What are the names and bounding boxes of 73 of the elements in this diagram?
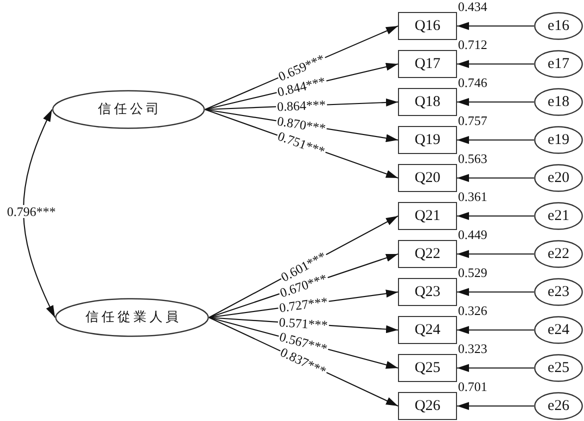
r-squared-label: 0.434 <box>458 0 488 13</box>
error-term-ellipse <box>534 164 583 192</box>
indicator-box <box>398 240 457 268</box>
arrow <box>457 250 534 258</box>
error-label: e20 <box>548 170 570 186</box>
latent-factor-ellipse <box>52 90 205 129</box>
r-squared-label: 0.449 <box>458 228 488 241</box>
r-squared-label: 0.746 <box>458 76 488 89</box>
indicator-box <box>398 392 457 420</box>
error-label: e22 <box>548 246 570 262</box>
error-term-ellipse <box>534 240 583 268</box>
error-label: e26 <box>548 398 570 414</box>
indicator-box <box>398 316 457 344</box>
arrow <box>457 364 534 372</box>
variable-label: Q23 <box>414 284 440 300</box>
indicator-box <box>398 278 457 306</box>
r-squared-label: 0.323 <box>458 342 488 355</box>
variable-label: Q20 <box>414 170 440 186</box>
arrow <box>457 98 534 106</box>
error-term-ellipse <box>534 88 583 116</box>
double-headed-arrow <box>22 109 56 318</box>
variable-label: Q17 <box>414 56 440 72</box>
factor-label: 信任從業人員 <box>84 310 182 325</box>
error-term-ellipse <box>534 392 583 420</box>
r-squared-label: 0.563 <box>458 152 488 165</box>
indicator-box <box>398 88 457 116</box>
arrow <box>457 212 534 220</box>
variable-label: Q19 <box>414 132 440 148</box>
factor-label: 信任公司 <box>97 102 162 117</box>
error-label: e16 <box>548 18 570 34</box>
arrow <box>457 22 534 30</box>
variable-label: Q24 <box>414 322 440 338</box>
arrow <box>457 326 534 334</box>
indicator-box <box>398 50 457 78</box>
r-squared-label: 0.361 <box>458 190 488 203</box>
latent-factor-ellipse <box>55 298 209 337</box>
indicator-box <box>398 202 457 230</box>
r-squared-label: 0.757 <box>458 114 488 127</box>
edge-label: 0.796*** <box>6 205 57 218</box>
error-label: e19 <box>548 132 570 148</box>
error-term-ellipse <box>534 316 583 344</box>
indicator-box <box>398 164 457 192</box>
variable-label: Q16 <box>414 18 440 34</box>
variable-label: Q22 <box>414 246 440 262</box>
error-term-ellipse <box>534 354 583 382</box>
indicator-box <box>398 12 457 40</box>
error-label: e25 <box>548 360 570 376</box>
variable-label: Q18 <box>414 94 440 110</box>
r-squared-label: 0.712 <box>458 38 488 51</box>
arrow <box>457 402 534 410</box>
arrow <box>457 288 534 296</box>
error-term-ellipse <box>534 12 583 40</box>
indicator-box <box>398 354 457 382</box>
error-label: e23 <box>548 284 570 300</box>
arrow <box>457 60 534 68</box>
error-term-ellipse <box>534 278 583 306</box>
arrow <box>457 174 534 182</box>
variable-label: Q21 <box>414 208 440 224</box>
error-label: e24 <box>548 322 570 338</box>
error-label: e18 <box>548 94 570 110</box>
r-squared-label: 0.701 <box>458 380 488 393</box>
error-term-ellipse <box>534 202 583 230</box>
error-term-ellipse <box>534 50 583 78</box>
arrow <box>457 136 534 144</box>
r-squared-label: 0.529 <box>458 266 488 279</box>
error-label: e17 <box>548 56 570 72</box>
variable-label: Q26 <box>414 398 440 414</box>
r-squared-label: 0.326 <box>458 304 488 317</box>
error-term-ellipse <box>534 126 583 154</box>
indicator-box <box>398 126 457 154</box>
edge-label: 0.864*** <box>276 98 327 114</box>
error-label: e21 <box>548 208 570 224</box>
variable-label: Q25 <box>414 360 440 376</box>
